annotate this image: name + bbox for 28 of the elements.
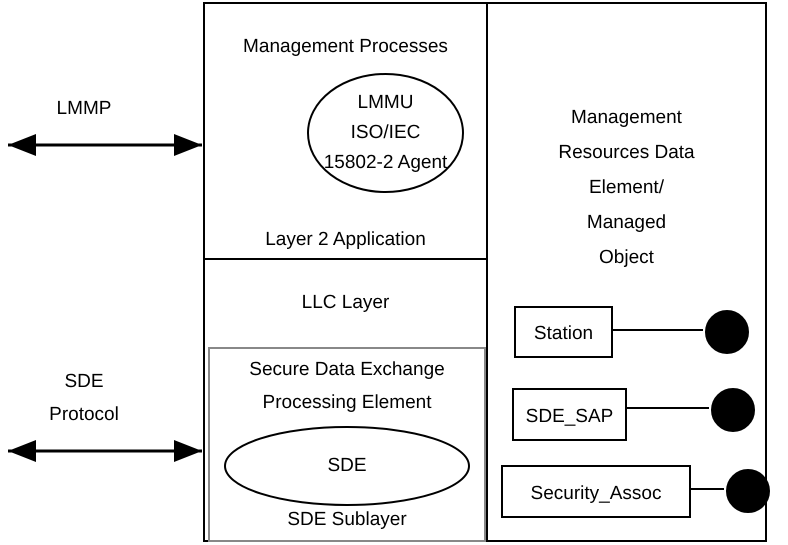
connector-dot xyxy=(726,469,770,513)
object-box xyxy=(514,306,613,358)
connector-line xyxy=(611,329,703,331)
heading-text: Management Processes xyxy=(242,35,449,59)
connector-line xyxy=(689,488,724,490)
process-box xyxy=(203,2,488,260)
layer-box xyxy=(203,258,488,542)
heading-text: Secure Data Exchange Processing Element xyxy=(248,358,446,415)
sublayer-box xyxy=(208,347,486,542)
sublabel-text: SDE Sublayer xyxy=(286,508,408,532)
label-text: Management Resources Data Element/ Managed Object xyxy=(558,106,695,270)
label-text: LMMU ISO/IEC 15802-2 Agent xyxy=(322,91,448,175)
label-text: SDE xyxy=(326,454,368,478)
double-arrow xyxy=(8,440,202,462)
double-arrow xyxy=(8,134,202,156)
label-text: Security_Assoc xyxy=(530,482,662,506)
resources-box xyxy=(486,2,767,542)
connector-dot xyxy=(705,310,749,354)
label-text: SDE_SAP xyxy=(524,405,614,429)
agent-ellipse xyxy=(307,73,464,193)
sublabel-text: Layer 2 Application xyxy=(264,228,427,252)
entity-ellipse xyxy=(224,426,470,506)
label-text: Station xyxy=(532,322,594,346)
object-box xyxy=(501,465,691,518)
connector-dot xyxy=(711,388,755,432)
label-text: LLC Layer xyxy=(300,291,390,315)
connector-line xyxy=(625,407,709,409)
object-box xyxy=(512,388,627,441)
